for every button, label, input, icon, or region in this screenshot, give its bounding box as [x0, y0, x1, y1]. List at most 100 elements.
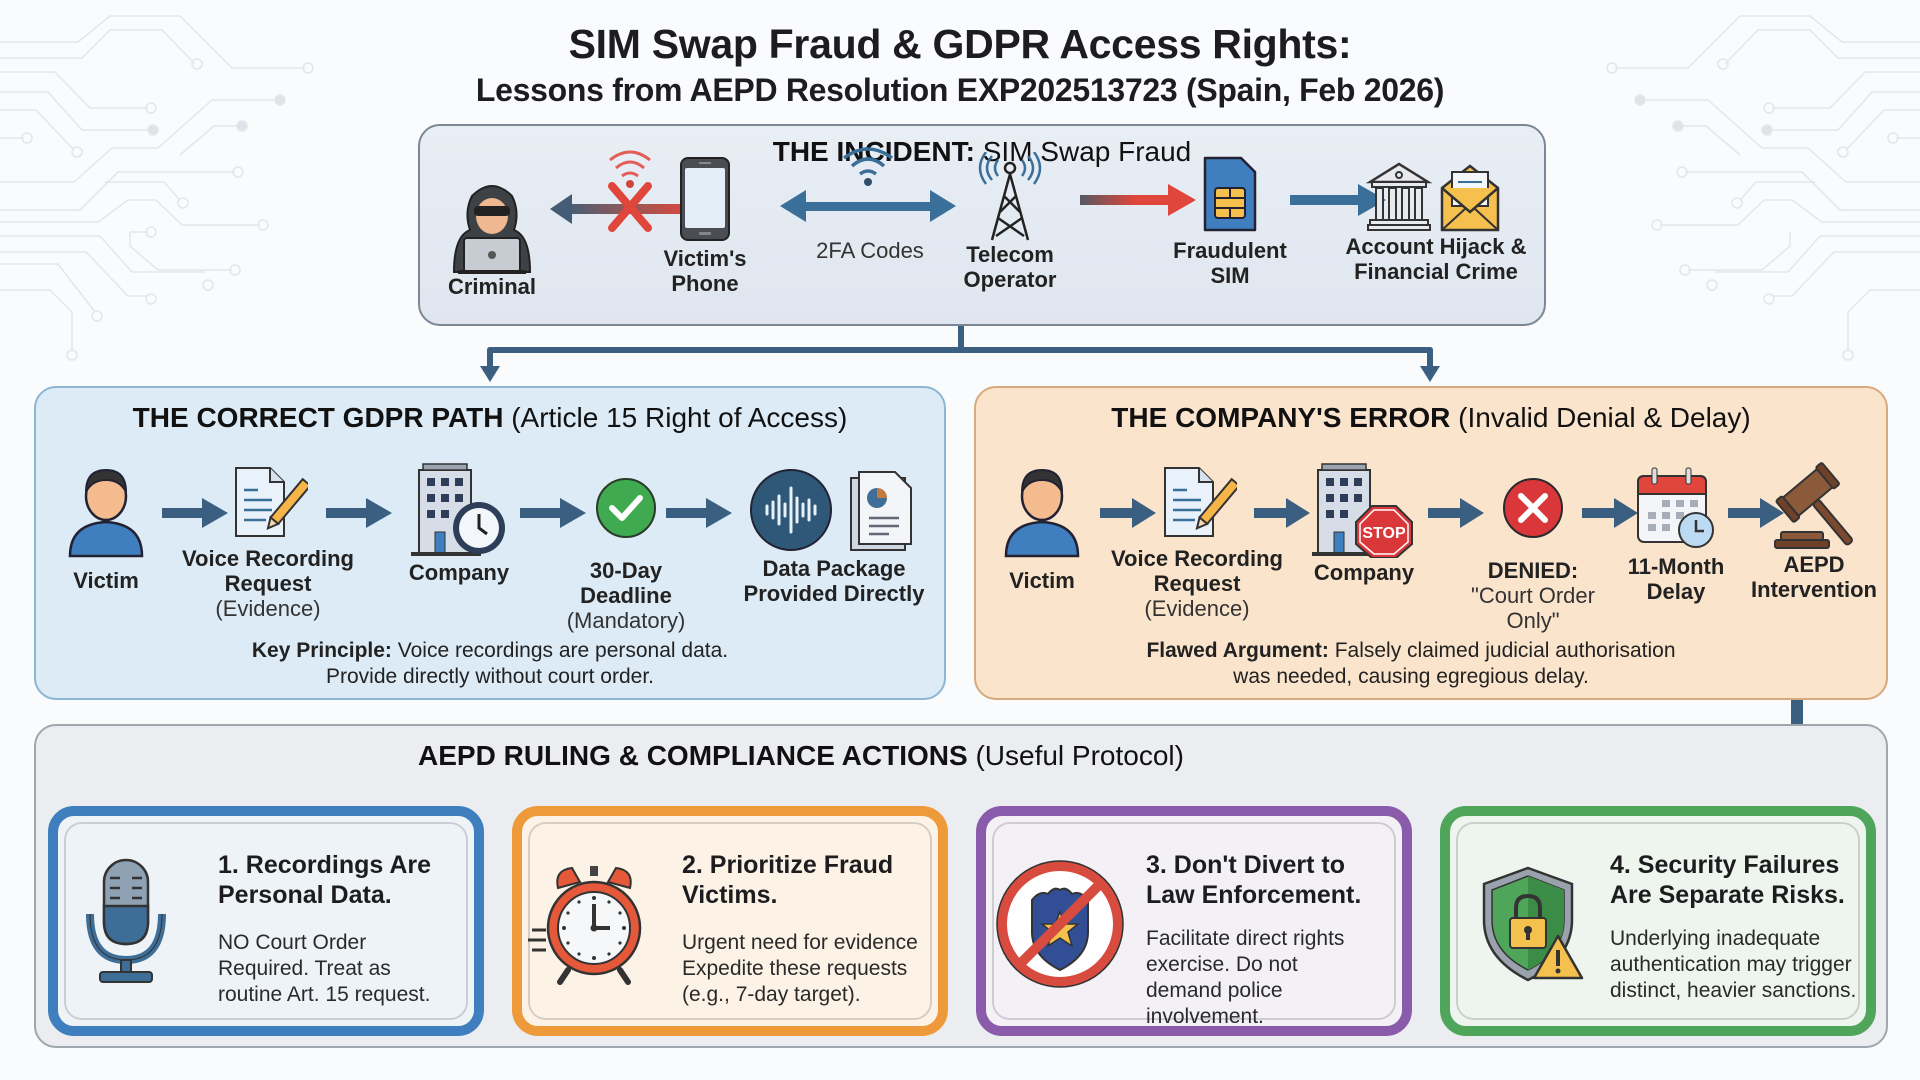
hooded-hacker-laptop-icon [452, 185, 532, 274]
flow-arrow [1100, 498, 1156, 533]
aepd-intervention-label: AEPD Intervention [1751, 552, 1877, 602]
ruling-heading-normal: (Useful Protocol) [967, 740, 1184, 771]
request-label: Voice Recording Request [1111, 546, 1283, 596]
hijack-label-1: Account Hijack & [1345, 234, 1527, 259]
key-principle-note: Key Principle: Voice recordings are pers… [36, 638, 944, 690]
aepd-ruling-panel: AEPD RULING & COMPLIANCE ACTIONS (Useful… [34, 724, 1888, 1048]
incident-node-account-hijack: Account Hijack & Financial Crime [1326, 158, 1546, 284]
circuit-decoration-left [0, 15, 314, 361]
sim-card-icon [1203, 156, 1257, 232]
denied-sublabel: "Court Order Only" [1471, 583, 1595, 633]
error-heading-bold: THE COMPANY'S ERROR [1111, 402, 1451, 433]
victim-label: Victim [1009, 568, 1075, 593]
error-step-delay: 11-Month Delay [1616, 466, 1736, 604]
error-step-victim: Victim [992, 462, 1092, 593]
card-2-title: 2. Prioritize Fraud Victims. [682, 850, 893, 910]
victims-phone-label-2: Phone [671, 271, 739, 296]
building-stop-sign-icon: STOP [1312, 463, 1413, 558]
correct-step-victim: Victim [56, 462, 156, 593]
incident-node-victims-phone: Victim's Phone [650, 156, 760, 296]
2fa-double-arrow [780, 147, 956, 222]
shield-lock-warning-icon [1482, 866, 1584, 982]
error-step-request: Voice Recording Request (Evidence) [1100, 466, 1294, 621]
green-check-icon [596, 478, 656, 538]
cell-tower-icon [978, 152, 1042, 241]
key-principle-bold: Key Principle: [251, 639, 392, 662]
key-principle-line1: Voice recordings are personal data. [391, 639, 729, 662]
correct-path-heading-bold: THE CORRECT GDPR PATH [132, 402, 504, 433]
card-2-body: Urgent need for evidence Expedite these … [682, 931, 918, 1006]
blocked-signal-arrow [550, 150, 708, 232]
card-4-title-line1: 4. Security Failures [1610, 851, 1840, 879]
correct-path-heading: THE CORRECT GDPR PATH (Article 15 Right … [36, 402, 944, 434]
smartphone-icon [680, 157, 730, 241]
card-1-title: 1. Recordings Are Personal Data. [218, 850, 431, 910]
building-clock-icon [411, 463, 505, 556]
person-icon [68, 468, 144, 558]
ruling-heading-bold: AEPD RULING & COMPLIANCE ACTIONS [418, 740, 968, 771]
incident-node-telecom: Telecom Operator [950, 152, 1070, 292]
title-block: SIM Swap Fraud & GDPR Access Rights: Les… [0, 20, 1920, 110]
incident-panel: THE INCIDENT: SIM Swap Fraud Criminal [418, 124, 1546, 326]
card-3-title: 3. Don't Divert to Law Enforcement. [1146, 850, 1361, 910]
card-2-title-line1: 2. Prioritize Fraud [682, 851, 894, 879]
card-1-body: NO Court Order Required. Treat as routin… [218, 931, 431, 1006]
company-error-panel: THE COMPANY'S ERROR (Invalid Denial & De… [974, 386, 1888, 700]
ruling-card-1: 1. Recordings Are Personal Data. NO Cour… [48, 806, 484, 1036]
deadline-label: 30-Day Deadline [580, 558, 672, 608]
calendar-clock-icon [1637, 467, 1714, 548]
flawed-argument-note: Flawed Argument: Falsely claimed judicia… [936, 638, 1886, 690]
card-1-title-line2: Personal Data. [218, 881, 392, 909]
correct-step-data-package: Data Package Provided Directly [736, 468, 932, 606]
card-4-title-line2: Are Separate Risks. [1610, 881, 1845, 909]
incident-node-criminal: Criminal [442, 178, 542, 299]
request-sublabel: (Evidence) [1144, 596, 1250, 621]
audio-wave-document-icon [750, 469, 912, 551]
document-pencil-icon [1164, 467, 1237, 537]
ruling-card-3: 3. Don't Divert to Law Enforcement. Faci… [976, 806, 1412, 1036]
error-heading: THE COMPANY'S ERROR (Invalid Denial & De… [976, 402, 1886, 434]
flow-arrow [1582, 498, 1638, 533]
card-2-title-line2: Victims. [682, 881, 778, 909]
card-3-body: Facilitate direct rights exercise. Do no… [1146, 927, 1345, 1028]
ruling-heading: AEPD RULING & COMPLIANCE ACTIONS (Useful… [0, 740, 1886, 772]
hijack-arrow [1290, 184, 1386, 216]
card-4-body: Underlying inadequate authentication may… [1610, 927, 1857, 1002]
ruling-card-2: 2. Prioritize Fraud Victims. Urgent need… [512, 806, 948, 1036]
denied-label: DENIED: [1487, 558, 1579, 583]
request-label: Voice Recording Request [182, 546, 354, 596]
flow-arrow [326, 498, 392, 533]
no-police-badge-icon [996, 860, 1124, 988]
sim-label-2: SIM [1210, 263, 1250, 288]
flow-arrow [666, 498, 732, 533]
flawed-argument-line1: Falsely claimed judicial authorisation [1328, 639, 1676, 662]
microphone-icon [86, 858, 166, 983]
2fa-codes-label: 2FA Codes [816, 238, 924, 263]
correct-step-request: Voice Recording Request (Evidence) [168, 466, 368, 621]
fraud-arrow [1080, 184, 1196, 216]
correct-step-deadline: 30-Day Deadline (Mandatory) [556, 476, 696, 633]
deadline-sublabel: (Mandatory) [566, 608, 686, 633]
telecom-label-2: Operator [963, 267, 1057, 292]
card-inner [64, 822, 468, 1020]
sim-label-1: Fraudulent [1173, 238, 1287, 263]
key-principle-line2: Provide directly without court order. [326, 665, 654, 688]
flawed-argument-bold: Flawed Argument: [1146, 639, 1329, 662]
incident-heading-bold: THE INCIDENT: [772, 136, 975, 167]
page-subtitle: Lessons from AEPD Resolution EXP20251372… [475, 72, 1445, 108]
card-3-title-line1: 3. Don't Divert to [1146, 851, 1346, 879]
flow-arrow [520, 498, 586, 533]
telecom-label-1: Telecom [966, 242, 1054, 267]
correct-path-heading-normal: (Article 15 Right of Access) [503, 402, 848, 433]
error-step-company: STOP Company [1302, 462, 1426, 585]
card-1-title-line1: 1. Recordings Are [218, 851, 432, 879]
person-icon [1004, 468, 1080, 558]
incident-heading: THE INCIDENT: SIM Swap Fraud [420, 136, 1544, 168]
card-4-title: 4. Security Failures Are Separate Risks. [1610, 850, 1845, 910]
error-step-denied: DENIED: "Court Order Only" [1458, 476, 1608, 633]
gavel-icon [1774, 462, 1853, 549]
flow-arrow [1728, 498, 1784, 533]
correct-gdpr-path-panel: THE CORRECT GDPR PATH (Article 15 Right … [34, 386, 946, 700]
ruling-card-4: 4. Security Failures Are Separate Risks.… [1440, 806, 1876, 1036]
circuit-decoration-right [1606, 15, 1920, 361]
